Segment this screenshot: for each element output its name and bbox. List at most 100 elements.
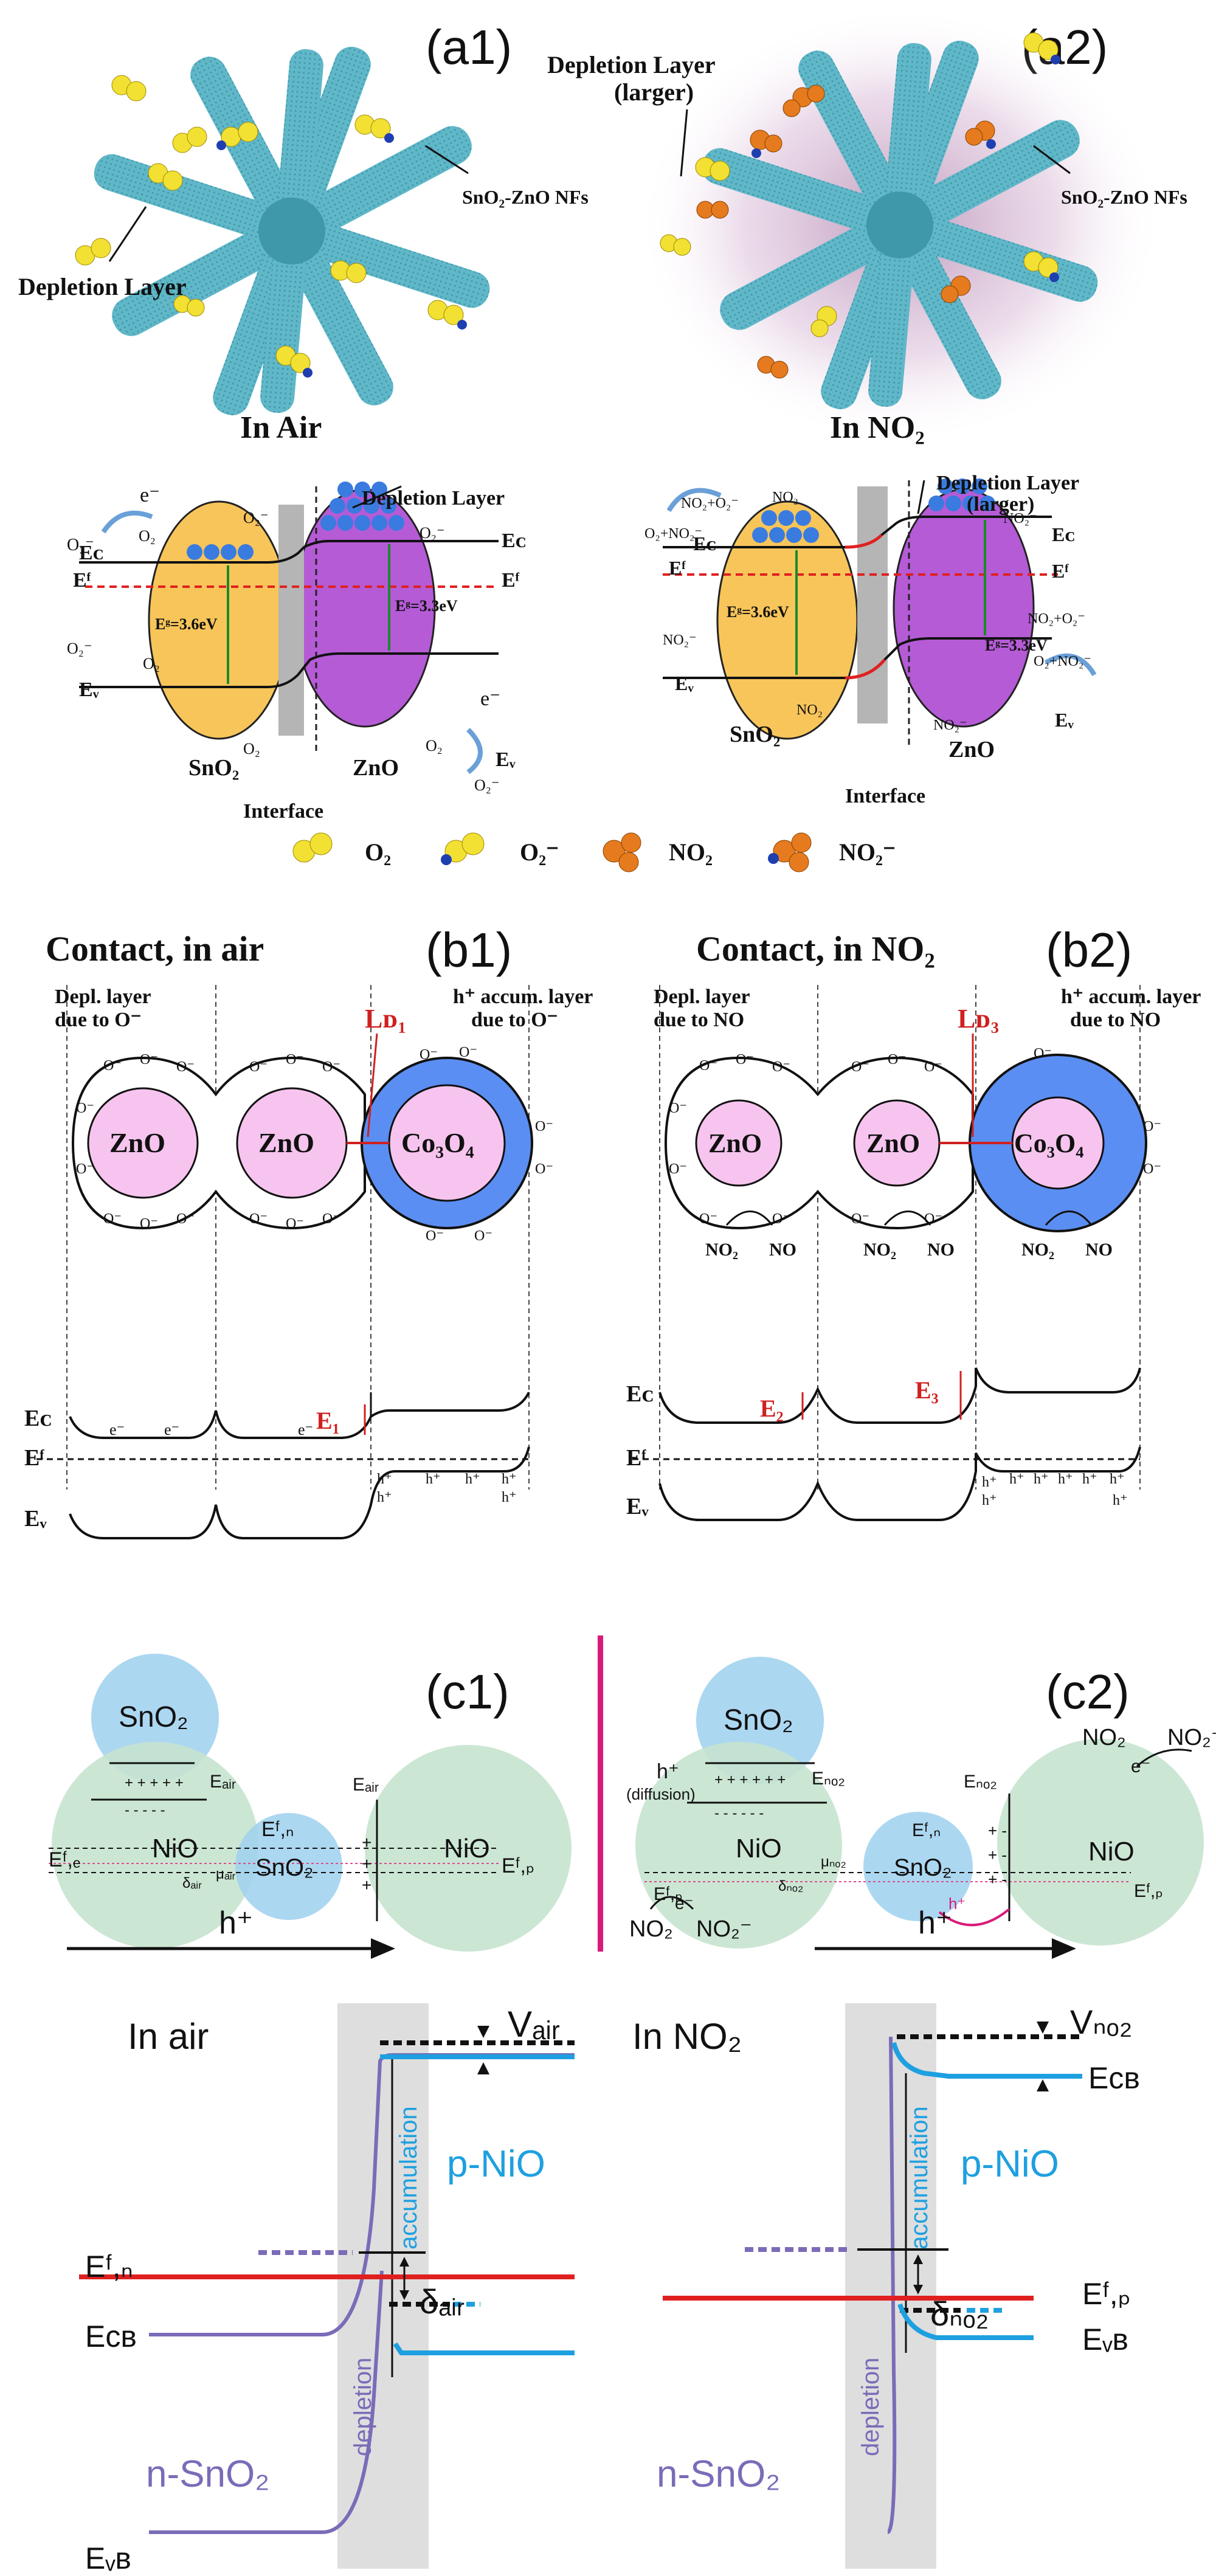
o2m-mid-a1: O₂⁻	[67, 640, 92, 657]
nf-label-a1: SnO₂-ZnO NFs	[462, 186, 589, 208]
haccum-1-b1: h⁺ accum. layer	[453, 986, 593, 1008]
o2-d-a1: O₂	[426, 737, 443, 754]
sno2-c1: SnO₂	[119, 1701, 188, 1733]
haccum-2-b1: due to O⁻	[471, 1009, 558, 1031]
band-diagram-b1: Eᴄ Eᶠ Eᵥ E₁ e⁻ e⁻ e⁻ h⁺ h⁺ h⁺ h⁺ h⁺ h⁺	[24, 1392, 530, 1539]
nio-c2-right: NiO	[1088, 1837, 1135, 1866]
eg-right-a1: Eᵍ=3.3eV	[395, 597, 458, 615]
panel-c2-tag: (c2)	[1046, 1665, 1130, 1719]
panel-c1-tag: (c1)	[426, 1665, 510, 1719]
panel-a1: (a1) Depletion Layer SnO₂-ZnO NFs In Air	[18, 20, 589, 823]
svg-text:- - - - -: - - - - -	[125, 1802, 165, 1818]
divider-c	[598, 1635, 603, 1952]
o2no2-left-a2: O₂+NO₂⁻	[644, 526, 702, 542]
o2-molecules-a1	[75, 75, 467, 378]
panel-b2-tag: (b2)	[1046, 923, 1132, 977]
svg-text:h⁺: h⁺	[377, 1471, 392, 1487]
sno2-c2: SnO₂	[724, 1704, 793, 1736]
hplus-c2: h⁺	[918, 1905, 952, 1941]
dep-label-a2-1: Depletion Layer	[936, 472, 1079, 494]
no2o2-right-a2: NO₂+O₂⁻	[1028, 611, 1085, 627]
title-d2: In NO₂	[632, 2016, 742, 2057]
depl-2-b2: due to NO	[654, 1009, 744, 1031]
no2-c2-top: NO₂	[1082, 1725, 1126, 1750]
e2-b2: E₂	[760, 1395, 784, 1422]
diffusion-c2: (diffusion)	[626, 1785, 696, 1803]
svg-text:h⁺: h⁺	[1058, 1471, 1073, 1487]
svg-text:O⁻: O⁻	[1143, 1119, 1161, 1134]
nio-c1-left: NiO	[152, 1834, 198, 1863]
v-air-d1: Vₐᵢᵣ	[508, 2004, 560, 2045]
no2-no-arrows-b2: NO₂ NO NO₂ NO NO₂ NO	[705, 1210, 1113, 1260]
legend-no2-minus: NO₂⁻	[839, 838, 896, 866]
panel-b1-tag: (b1)	[426, 923, 512, 977]
svg-text:+: +	[362, 1833, 371, 1852]
svg-text:O⁻: O⁻	[851, 1211, 869, 1227]
nf-label-a2: SnO₂-ZnO NFs	[1061, 186, 1187, 208]
legend-no2: NO₂	[669, 838, 713, 866]
title-d1: In air	[128, 2016, 209, 2057]
svg-text:O⁻: O⁻	[772, 1211, 790, 1227]
svg-text:O⁻: O⁻	[924, 1211, 942, 1227]
delta-no2-d2: δₙₒ₂	[930, 2295, 989, 2333]
o2-a-a1: O₂	[139, 527, 156, 545]
svg-text:NO₂: NO₂	[705, 1240, 738, 1260]
hplus-c1: h⁺	[219, 1905, 253, 1941]
ec-b1: Eᴄ	[24, 1406, 52, 1431]
depletion-layer-label-a1: Depletion Layer	[18, 273, 187, 300]
svg-text:h⁺: h⁺	[982, 1474, 997, 1490]
ec-left-a1: Eᴄ	[79, 542, 103, 564]
haccum-2-b2: due to NO	[1070, 1009, 1161, 1031]
svg-text:O⁻: O⁻	[103, 1211, 122, 1227]
ec-left-a2: Eᴄ	[693, 533, 716, 554]
ef-b1: Eᶠ	[24, 1445, 44, 1471]
svg-text:O⁻: O⁻	[474, 1228, 492, 1244]
mu-c1: μₐᵢᵣ	[216, 1866, 236, 1882]
eminus-left-a1: e⁻	[140, 484, 160, 506]
legend-o2-minus: O₂⁻	[520, 838, 559, 866]
no2-low-a2: NO₂	[796, 702, 823, 718]
svg-text:h⁺: h⁺	[426, 1471, 441, 1487]
efp-c2-right: Eᶠ,ₚ	[1134, 1881, 1163, 1901]
panel-c1: (c1) + + + + + - - - - - ++ + SnO₂ Eₐᵢᵣ …	[49, 1654, 572, 1959]
band-diagram-a1: e⁻ O₂⁻ O₂ O₂⁻ Depletion Layer O₂⁻ Eᴄ Eᶠ …	[67, 482, 526, 823]
eno2-c2-1: Eₙₒ₂	[812, 1769, 845, 1789]
depl-1-b1: Depl. layer	[55, 986, 151, 1008]
nsno2-d1: n-SnO₂	[146, 2453, 269, 2495]
no2m-c2-top: NO₂⁻	[1167, 1725, 1216, 1750]
svg-text:+ -: + -	[988, 1846, 1007, 1864]
caption-in-no2: In NO₂	[830, 410, 925, 445]
eg-left-a2: Eᵍ=3.6eV	[727, 603, 789, 621]
no2o2-left-a2: NO₂+O₂⁻	[681, 496, 739, 511]
svg-text:O⁻: O⁻	[249, 1059, 268, 1075]
svg-text:h⁺: h⁺	[982, 1493, 997, 1508]
ef-left-a2: Eᶠ	[669, 557, 686, 579]
efn-c2: Eᶠ,ₙ	[912, 1820, 941, 1840]
svg-text:O⁻: O⁻	[851, 1059, 869, 1075]
zno-label-a2: ZnO	[948, 737, 995, 762]
svg-text:O⁻: O⁻	[699, 1058, 717, 1074]
ev-b2: Eᵥ	[626, 1494, 649, 1519]
ec-right-a2: Eᴄ	[1052, 523, 1075, 545]
ec-b2: Eᴄ	[626, 1381, 654, 1407]
efp-c1: Eᶠ,ₚ	[502, 1854, 534, 1877]
zno-b2-2: ZnO	[866, 1128, 920, 1158]
o-minus-labels-b1: O⁻O⁻O⁻ O⁻O⁻O⁻ O⁻O⁻ O⁻O⁻O⁻ O⁻O⁻O⁻ O⁻O⁻O⁻ …	[76, 1045, 553, 1244]
eminus-c2-bot: e⁻	[675, 1894, 693, 1913]
efe-c1: Eᶠ,ₑ	[49, 1848, 81, 1871]
ev-right-a1: Eᵥ	[496, 748, 516, 771]
molecule-legend: O₂ O₂⁻ NO₂ NO₂⁻	[292, 832, 896, 872]
svg-text:O⁻: O⁻	[1143, 1161, 1161, 1177]
nio-c1-right: NiO	[444, 1834, 490, 1863]
o2no2-right-a2: O₂+NO₂⁻	[1034, 654, 1091, 669]
ld1-b1: Lᴅ₁	[365, 1004, 406, 1034]
depletion-label-a2-1: Depletion Layer	[547, 51, 716, 78]
mu-c2: μₙₒ₂	[821, 1854, 846, 1870]
eg-left-a1: Eᵍ=3.6eV	[155, 615, 218, 633]
svg-text:h⁺: h⁺	[502, 1471, 517, 1487]
no2-top-a2: NO₂	[772, 489, 798, 505]
svg-text:O⁻: O⁻	[669, 1100, 687, 1116]
hplus-c2-pink: h⁺	[948, 1894, 966, 1913]
electron-dots-a1	[187, 482, 404, 560]
sno2-small-c2: SnO₂	[894, 1854, 952, 1881]
